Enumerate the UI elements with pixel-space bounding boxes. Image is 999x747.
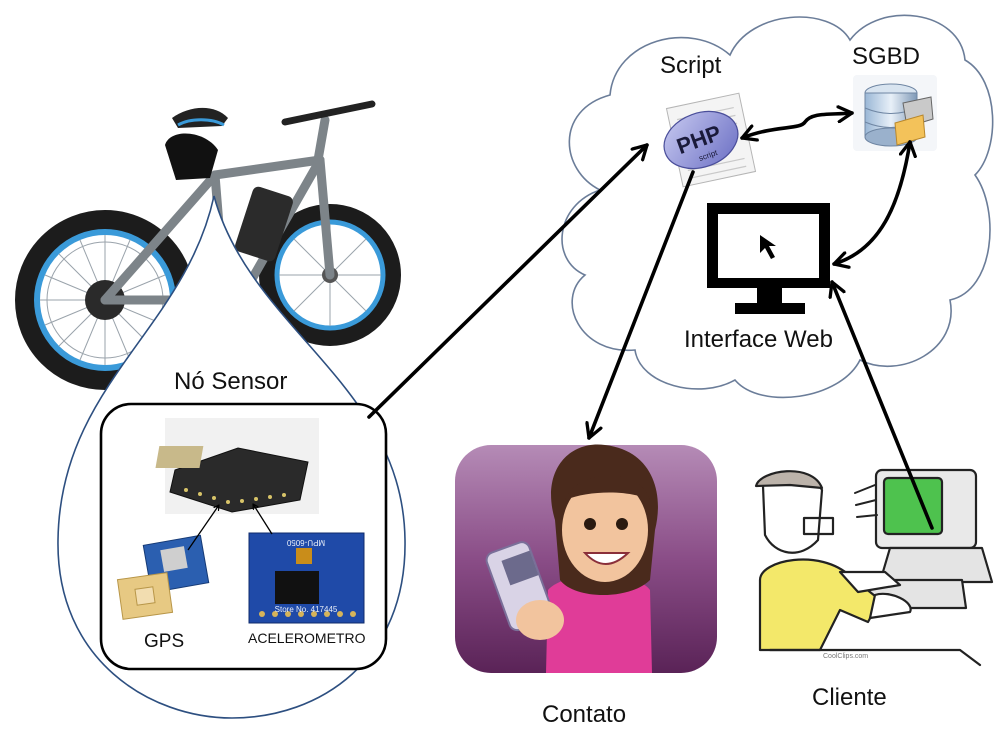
nodemcu-board xyxy=(155,418,319,514)
label-gps: GPS xyxy=(144,631,185,652)
client-image xyxy=(754,468,994,667)
monitor-icon xyxy=(707,203,830,314)
sensor-to-script-arrow xyxy=(367,143,649,419)
label-sgbd: SGBD xyxy=(852,43,921,70)
accelerometer-store-text: Store No. 417445 xyxy=(275,605,338,614)
script-sgbd-arrow xyxy=(740,113,854,138)
contact-image xyxy=(455,444,717,673)
sgbd-interface-arrow xyxy=(832,140,910,264)
gps-to-board-arrow xyxy=(187,505,219,551)
clipart-credit-text: CoolClips.com xyxy=(823,653,868,660)
label-contato: Contato xyxy=(542,701,627,728)
label-interface-web: Interface Web xyxy=(684,326,833,353)
accel-to-board-arrow xyxy=(253,504,273,535)
database-icon xyxy=(853,75,937,151)
gps-module xyxy=(116,534,210,620)
accelerometer-model-text: MPU-6050 xyxy=(286,538,325,547)
label-script: Script xyxy=(660,52,722,79)
php-script-icon: PHP script xyxy=(663,92,757,188)
connection-arrows xyxy=(367,113,934,530)
label-cliente: Cliente xyxy=(812,684,887,711)
client-to-interface-arrow xyxy=(832,280,934,530)
script-to-contact-arrow xyxy=(589,170,695,440)
accelerometer-module: MPU-6050 Store No. 417445 xyxy=(248,532,365,624)
label-no-sensor: Nó Sensor xyxy=(174,368,288,395)
label-acelerometro: ACELEROMETRO xyxy=(248,630,366,646)
